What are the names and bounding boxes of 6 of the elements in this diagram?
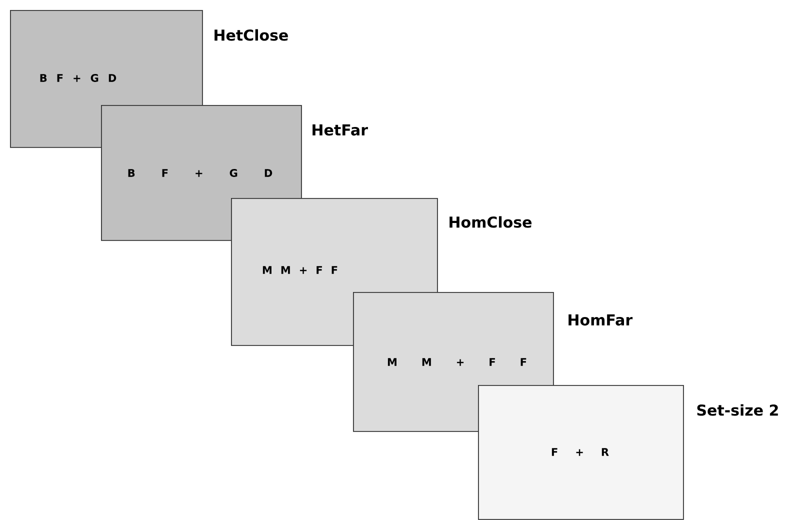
condition-heading: HetClose xyxy=(214,29,288,41)
condition-heading: Set-size 2 xyxy=(697,404,778,416)
condition-heading: HomFar xyxy=(568,314,633,326)
stimulus-display: F + R xyxy=(478,385,684,520)
condition-heading: HetFar xyxy=(312,124,368,136)
condition-heading: HomClose xyxy=(450,216,532,228)
